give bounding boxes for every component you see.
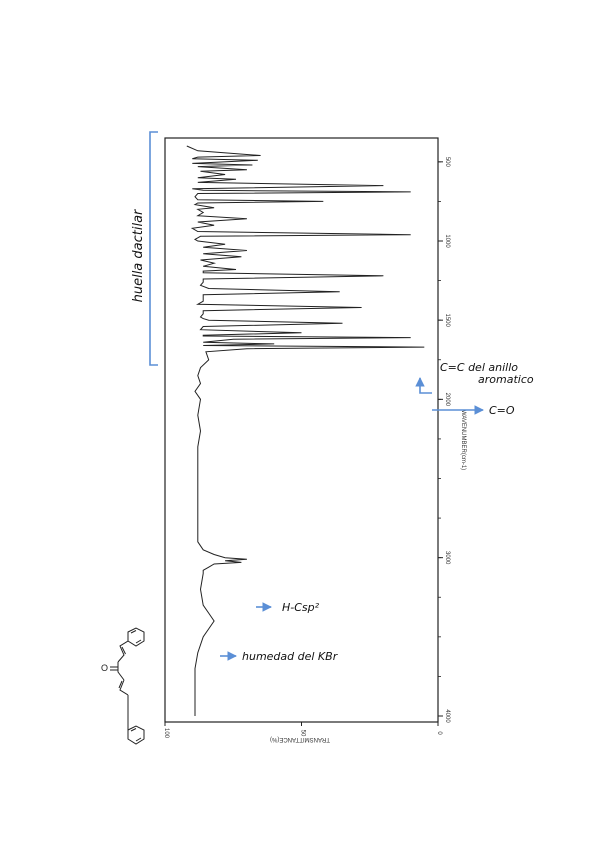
- y-tick-label: 50: [300, 730, 306, 737]
- oxygen-label: O: [101, 663, 108, 673]
- molecule-structure: [110, 627, 145, 745]
- alkene-chain-top: [117, 640, 129, 663]
- plot-frame: [164, 137, 439, 723]
- carbonyl-core: [117, 662, 125, 681]
- alkene-chain-bottom: [119, 679, 129, 696]
- transmittance-axis: 0 50 100: [163, 722, 442, 739]
- fingerprint-bracket: [149, 131, 158, 366]
- x-axis-title: WAVENUMBER(cm-1): [460, 410, 466, 470]
- x-tick-label: 3000: [444, 551, 450, 565]
- x-tick-label: 500: [444, 157, 450, 168]
- y-tick-label: 100: [163, 728, 169, 739]
- carbonyl-label: C=O: [489, 404, 515, 417]
- fingerprint-label: huella dactilar: [131, 208, 146, 302]
- x-tick-label: 1000: [444, 234, 450, 248]
- phenyl-ring-bottom: [127, 725, 145, 745]
- kbr-label: humedad del KBr: [242, 650, 339, 663]
- ring-label-line1: C=C del anillo: [440, 361, 518, 374]
- y-axis-title: TRANSMITTANCE(%): [270, 736, 330, 742]
- x-tick-label: 1500: [444, 313, 450, 327]
- ring-arrow: [415, 377, 432, 394]
- ring-label-line2: aromatico: [478, 373, 534, 386]
- x-tick-label: 4000: [444, 709, 450, 723]
- csp2-label: H-Csp²: [282, 601, 320, 614]
- y-tick-label: 0: [436, 731, 442, 735]
- spectrum-line: [186, 145, 425, 716]
- wavenumber-axis: 500 1000 1500 2000 3000 4000: [438, 157, 450, 723]
- x-tick-label: 2000: [444, 393, 450, 407]
